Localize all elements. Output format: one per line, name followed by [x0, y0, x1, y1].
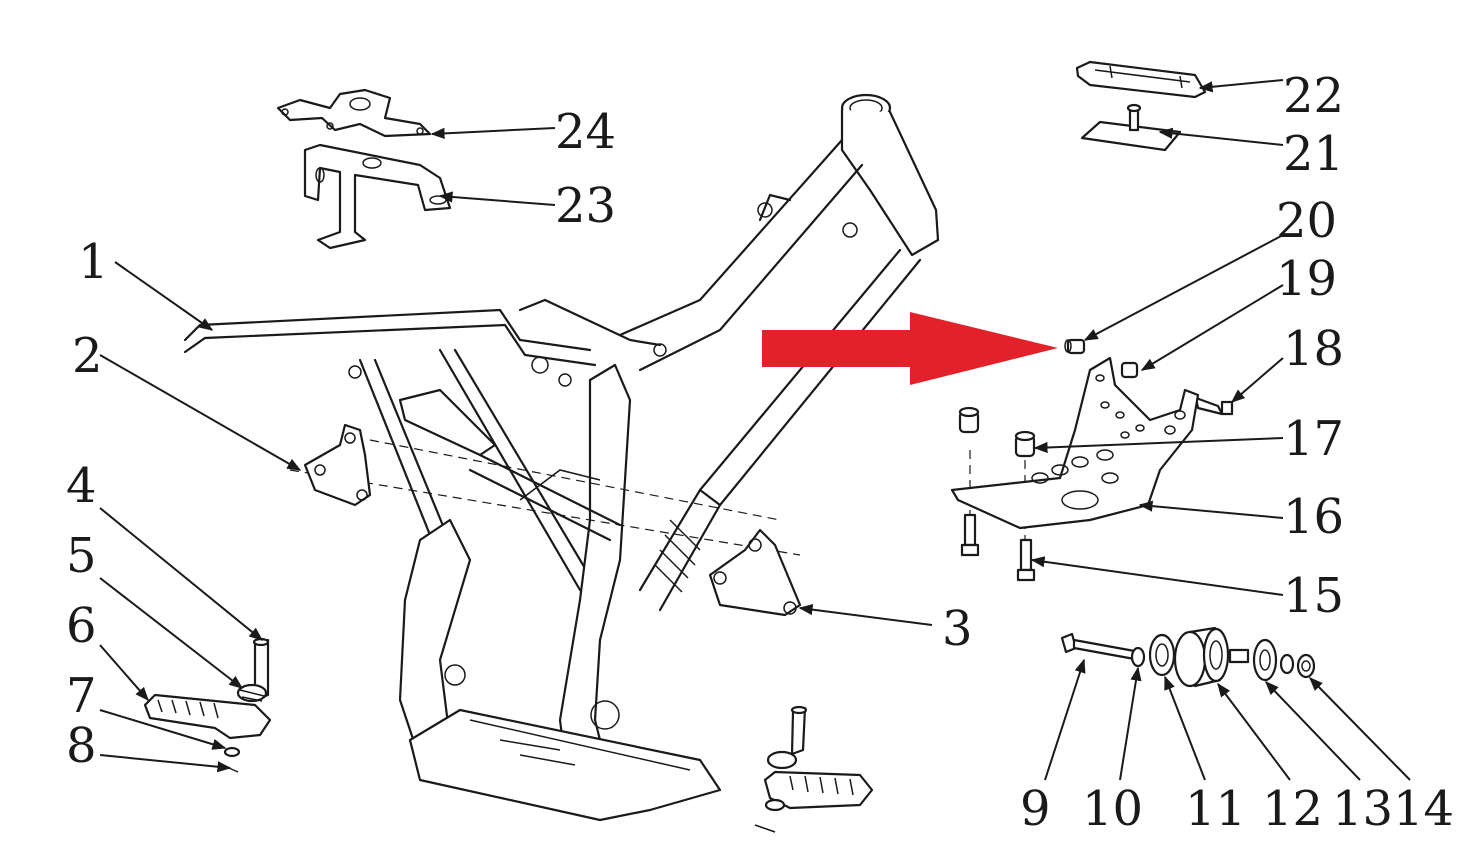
leader-lines [99, 79, 1411, 781]
callout-7: 7 [66, 668, 97, 724]
part-11-bushing [1148, 633, 1176, 677]
callout-24: 24 [555, 104, 616, 160]
right-footpeg-assembly [754, 705, 874, 833]
callout-numbers: 1 2 3 4 5 6 7 8 9 10 11 12 13 14 15 16 1… [66, 68, 1454, 837]
callout-5: 5 [66, 528, 97, 584]
callout-12: 12 [1262, 781, 1323, 837]
callout-9: 9 [1020, 781, 1051, 837]
part-2-left-bracket [303, 423, 372, 507]
part-3-right-bracket [708, 528, 802, 617]
callout-6: 6 [66, 598, 97, 654]
callout-14: 14 [1393, 781, 1454, 837]
main-frame [183, 93, 940, 822]
left-footpeg-assembly [143, 637, 272, 773]
part-20-bushing [1064, 338, 1086, 355]
part-14-nut [1279, 653, 1316, 679]
part-15-bolt [960, 513, 1036, 582]
part-16-skid-plate [950, 356, 1200, 530]
callout-3: 3 [942, 601, 973, 657]
part-10-washer [1130, 646, 1146, 668]
part-17-rubber-mount [958, 406, 1036, 458]
part-19-spacer [1120, 361, 1139, 379]
centerline [289, 469, 801, 556]
part-21-stud-plate [1080, 103, 1182, 152]
callout-21: 21 [1283, 126, 1344, 182]
highlight-arrow [762, 312, 1058, 385]
part-12-roller [1173, 626, 1230, 688]
part-24-upper-bracket [276, 88, 432, 138]
callout-22: 22 [1283, 68, 1344, 124]
callout-17: 17 [1283, 411, 1344, 467]
callout-4: 4 [66, 458, 97, 514]
callout-10: 10 [1082, 781, 1143, 837]
centerline [369, 439, 781, 521]
callout-19: 19 [1276, 251, 1337, 307]
callout-18: 18 [1283, 321, 1344, 377]
callout-23: 23 [555, 178, 616, 234]
callout-13: 13 [1332, 781, 1393, 837]
part-23-mount-bracket [303, 143, 452, 250]
callout-20: 20 [1276, 193, 1337, 249]
callout-8: 8 [66, 718, 97, 774]
callout-11: 11 [1185, 781, 1246, 837]
callout-15: 15 [1283, 568, 1344, 624]
part-22-plate [1075, 60, 1207, 99]
part-9-long-bolt [1060, 632, 1142, 662]
callout-1: 1 [78, 234, 109, 290]
callout-2: 2 [72, 328, 103, 384]
part-18-bolt [1194, 396, 1234, 416]
part-13-bushing [1228, 638, 1278, 682]
callout-16: 16 [1283, 489, 1344, 545]
